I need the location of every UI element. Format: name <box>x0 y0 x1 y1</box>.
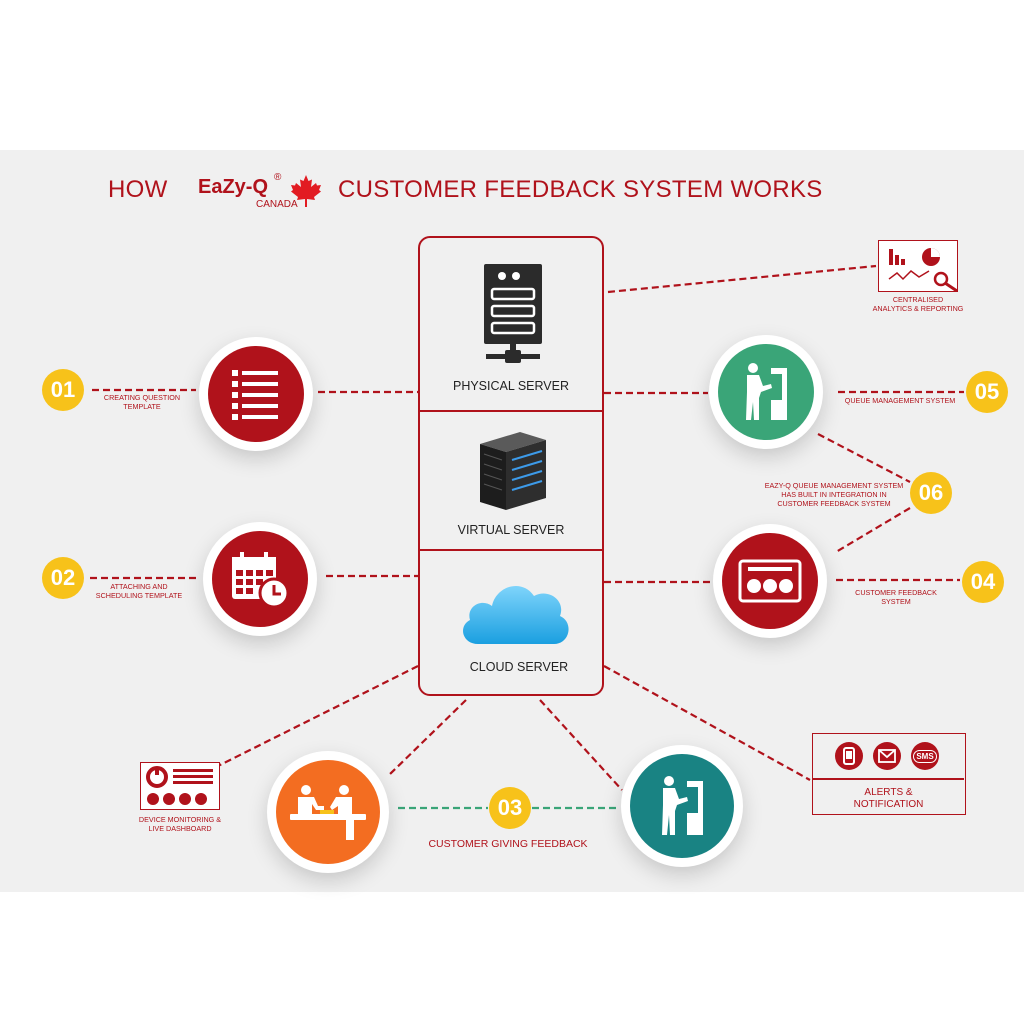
divider <box>420 549 602 551</box>
physical-server-icon <box>484 264 542 363</box>
alerts-label: ALERTS &NOTIFICATION <box>853 787 924 810</box>
step-03-label: CUSTOMER GIVING FEEDBACK <box>428 838 588 850</box>
cloud-server-label: CLOUD SERVER <box>469 660 569 674</box>
alerts-panel: SMS ALERTS &NOTIFICATION <box>812 733 966 815</box>
calendar-clock-icon <box>232 552 290 609</box>
sms-icon: SMS <box>911 742 939 770</box>
title-rest: CUSTOMER FEEDBACK SYSTEM WORKS <box>338 176 823 203</box>
email-icon <box>873 742 901 770</box>
step-03-kiosk-circle <box>630 754 734 858</box>
maple-leaf-icon <box>291 175 321 207</box>
step-03-number: 03 <box>489 787 531 829</box>
virtual-server-icon <box>480 432 546 510</box>
step-05-label: QUEUE MANAGEMENT SYSTEM <box>844 396 956 405</box>
list-icon <box>232 370 278 420</box>
step-01-number: 01 <box>42 369 84 411</box>
step-02-circle <box>212 531 308 627</box>
step-05-circle <box>718 344 814 440</box>
dashboard-icon <box>146 766 213 805</box>
step-02-number: 02 <box>42 557 84 599</box>
step-03-customer-circle <box>276 760 380 864</box>
line-05-06 <box>817 433 911 483</box>
step-06-number: 06 <box>910 472 952 514</box>
feedback-counter-icon <box>290 785 366 840</box>
line-customer <box>387 699 467 777</box>
divider <box>813 778 964 780</box>
monitoring-panel <box>140 762 220 810</box>
registered-mark: ® <box>274 172 282 183</box>
title-how: HOW <box>108 176 168 203</box>
step-01-circle <box>208 346 304 442</box>
line-monitoring <box>217 665 419 767</box>
step-04-number: 04 <box>962 561 1004 603</box>
line-kiosk <box>539 699 623 791</box>
brand-country: CANADA <box>256 199 298 210</box>
monitoring-label: DEVICE MONITORING &LIVE DASHBOARD <box>138 815 222 833</box>
line-alerts <box>603 665 811 781</box>
kiosk-user-icon <box>746 363 787 420</box>
brand-logo: EaZy-Q ® CANADA <box>198 172 328 216</box>
mobile-icon <box>835 742 863 770</box>
brand-name: EaZy-Q <box>198 176 269 198</box>
divider <box>420 410 602 412</box>
cloud-icon <box>463 585 569 644</box>
kiosk-user-icon <box>662 776 703 835</box>
virtual-server-label: VIRTUAL SERVER <box>457 523 565 537</box>
server-stack: PHYSICAL SERVER VIRTUAL SERVER CLOUD SER… <box>418 236 604 696</box>
analytics-panel <box>878 240 958 293</box>
physical-server-label: PHYSICAL SERVER <box>452 379 569 393</box>
line-06-04 <box>835 507 911 553</box>
step-04-circle <box>722 533 818 629</box>
line-analytics <box>607 264 877 294</box>
analytics-chart-icon <box>888 248 958 293</box>
step-05-number: 05 <box>966 371 1008 413</box>
feedback-panel-icon <box>738 559 802 603</box>
